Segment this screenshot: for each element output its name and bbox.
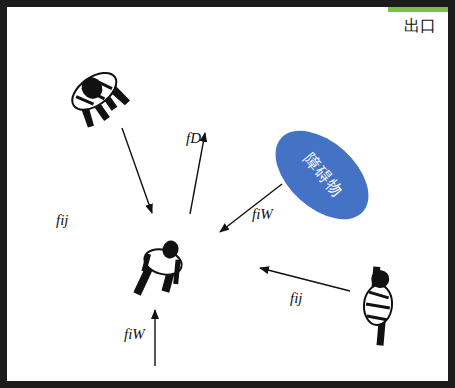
force-label: fij: [290, 290, 303, 307]
pedestrian: [361, 266, 396, 346]
force-label: fD: [186, 130, 201, 147]
obstacle-ellipse: 障碍物: [262, 125, 382, 225]
force-label: fiW: [124, 326, 145, 343]
force-arrow: [220, 184, 282, 232]
force-label: fij: [56, 212, 69, 229]
node-label: 障碍物: [298, 149, 347, 202]
force-arrow: [122, 128, 152, 213]
pedestrian: [64, 65, 132, 131]
exit-label: 出口: [404, 16, 436, 37]
pedestrian: [133, 234, 187, 304]
force-label: fiW: [252, 206, 273, 223]
force-arrow: [260, 268, 350, 291]
force-arrow: [154, 310, 155, 366]
exit-bar: [388, 0, 448, 12]
